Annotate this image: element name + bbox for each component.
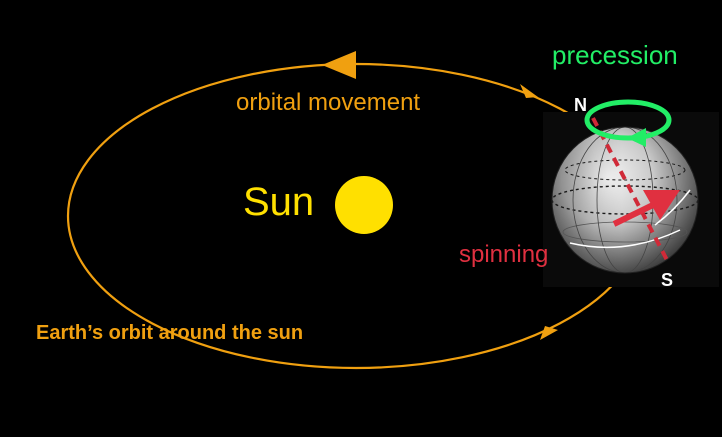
orbit-direction-arrow-icon	[322, 51, 356, 79]
earth-globe-icon	[543, 112, 719, 287]
spin-arrow-icon	[612, 190, 680, 227]
precession-label: precession	[552, 40, 678, 70]
orbit-direction-arrow-icon	[540, 326, 558, 340]
spinning-label: spinning	[459, 241, 548, 268]
precession-ring-icon	[584, 99, 672, 147]
sun-label: Sun	[243, 180, 314, 224]
orbit-direction-arrow-icon	[520, 84, 538, 98]
orbital-movement-label: orbital movement	[236, 89, 420, 116]
north-pole-label: N	[574, 95, 587, 115]
south-pole-label: S	[661, 270, 673, 290]
orbit-caption: Earth’s orbit around the sun	[36, 322, 303, 344]
axis-line-icon	[591, 117, 670, 263]
sun-icon	[335, 176, 393, 234]
